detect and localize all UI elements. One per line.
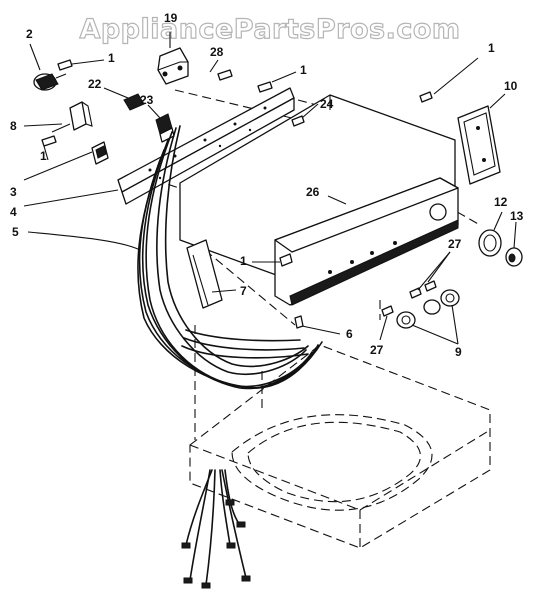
callout-22: 22 — [88, 77, 102, 91]
leader-lines — [23, 32, 517, 345]
cabinet-top-outline — [189, 344, 491, 549]
callout-27b: 27 — [370, 343, 384, 357]
clip-part-3 — [91, 141, 109, 165]
switch-part-8 — [51, 101, 93, 133]
callout-4: 4 — [10, 205, 17, 219]
watermark-text: AppliancePartsPros.com — [79, 13, 461, 45]
callout-26: 26 — [306, 185, 320, 199]
callout-1d: 1 — [40, 149, 47, 163]
control-part-10 — [457, 105, 501, 185]
callout-1c: 1 — [488, 41, 495, 55]
callout-28: 28 — [210, 45, 224, 59]
callout-8: 8 — [10, 119, 17, 133]
callout-24: 24 — [320, 97, 334, 111]
callout-6: 6 — [346, 327, 353, 341]
knob-part-9-upper — [423, 289, 460, 315]
callout-12: 12 — [494, 195, 508, 209]
callout-13: 13 — [510, 209, 524, 223]
control-panel-part-26 — [274, 177, 459, 306]
wire-leads-lower — [181, 469, 251, 589]
label-plate-part-7 — [186, 239, 223, 309]
callout-1e: 1 — [240, 254, 247, 268]
callout-7: 7 — [240, 284, 247, 298]
callout-1a: 1 — [108, 51, 115, 65]
callout-10: 10 — [504, 79, 518, 93]
callout-2: 2 — [26, 27, 33, 41]
clip-part-22 — [123, 93, 145, 111]
wire-harness-part-5 — [137, 125, 323, 390]
callout-19: 19 — [164, 11, 178, 25]
callout-5: 5 — [12, 225, 19, 239]
callout-23: 23 — [140, 93, 154, 107]
knob-part-13 — [505, 247, 523, 267]
callout-9: 9 — [455, 345, 462, 359]
knob-part-12 — [478, 229, 502, 257]
switch-part-19 — [157, 47, 189, 85]
timer-part-2 — [33, 73, 67, 91]
callout-27a: 27 — [448, 237, 462, 251]
clip-part-23 — [155, 113, 175, 143]
callout-1b: 1 — [300, 63, 307, 77]
knob-part-9-lower — [396, 311, 416, 329]
callout-3: 3 — [10, 185, 17, 199]
screws — [41, 59, 437, 329]
mounting-bracket-part-4 — [117, 87, 295, 205]
